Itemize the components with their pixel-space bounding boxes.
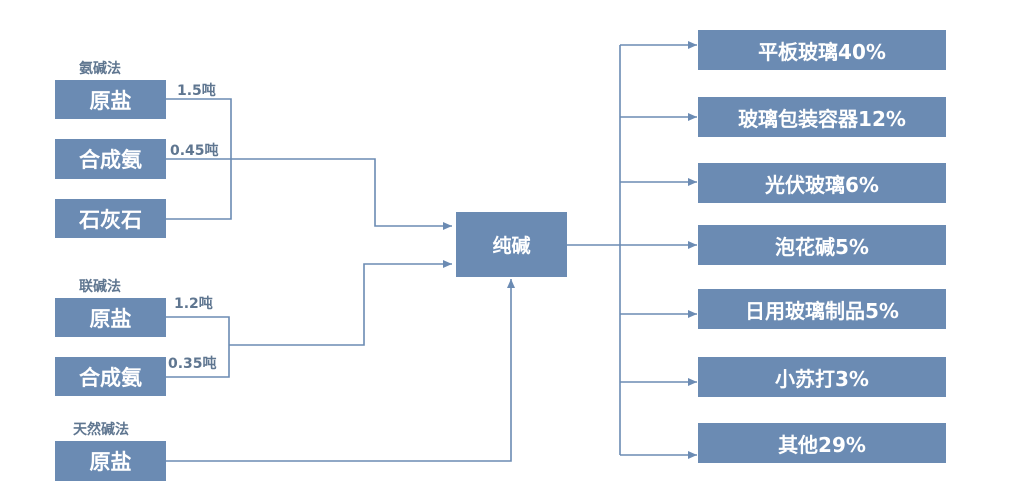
combined-bracket xyxy=(166,316,230,378)
input-box-ammonia-salt: 原盐 xyxy=(55,80,166,119)
output-box-baking-soda: 小苏打3% xyxy=(698,357,946,397)
input-box-combined-ammonia: 合成氨 xyxy=(55,357,166,396)
input-box-natural-salt: 原盐 xyxy=(55,441,166,481)
soda-ash-node: 纯碱 xyxy=(456,212,567,277)
method-title-ammonia: 氨碱法 xyxy=(79,61,121,77)
output-box-sodium-silicate: 泡花碱5% xyxy=(698,225,946,265)
output-box-flat-glass: 平板玻璃40% xyxy=(698,30,946,70)
output-box-glass-containers: 玻璃包装容器12% xyxy=(698,97,946,137)
output-box-other: 其他29% xyxy=(698,423,946,463)
method-title-combined: 联碱法 xyxy=(79,279,121,295)
natural-to-center-arrow xyxy=(166,279,515,462)
method-title-natural: 天然碱法 xyxy=(73,422,129,438)
input-box-ammonia-limestone: 石灰石 xyxy=(55,199,166,238)
output-box-daily-glass: 日用玻璃制品5% xyxy=(698,289,946,329)
input-box-combined-salt: 原盐 xyxy=(55,298,166,337)
amount-ammonia-ammonia: 0.45吨 xyxy=(170,143,219,159)
amount-combined-ammonia: 0.35吨 xyxy=(168,356,217,372)
amount-combined-salt: 1.2吨 xyxy=(174,296,213,312)
input-box-ammonia-ammonia: 合成氨 xyxy=(55,139,166,179)
output-box-pv-glass: 光伏玻璃6% xyxy=(698,163,946,203)
ammonia-to-center-arrow xyxy=(231,158,452,230)
combined-to-center-arrow xyxy=(229,260,452,346)
amount-ammonia-salt: 1.5吨 xyxy=(177,83,216,99)
